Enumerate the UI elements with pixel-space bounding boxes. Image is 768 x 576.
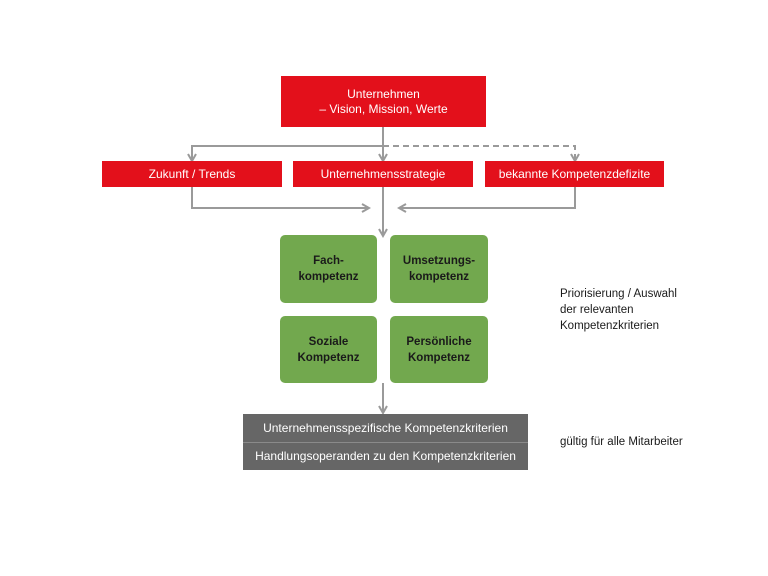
- results-divider: [243, 442, 528, 443]
- competence-tile-sozial: Soziale Kompetenz: [280, 316, 377, 383]
- competence-label: Soziale Kompetenz: [297, 335, 360, 364]
- company-title: Unternehmen: [347, 86, 420, 101]
- deficits-box: bekannte Kompetenzdefizite: [485, 161, 664, 187]
- strategy-box: Unternehmensstrategie: [293, 161, 473, 187]
- trends-label: Zukunft / Trends: [148, 166, 236, 181]
- competence-label: Fach- kompetenz: [298, 255, 359, 283]
- connector-defizite-merge: [400, 187, 576, 208]
- trends-box: Zukunft / Trends: [102, 161, 282, 187]
- competence-label: Persönliche Kompetenz: [406, 335, 472, 364]
- connector-to-defizite: [383, 145, 575, 160]
- company-box: Unternehmen – Vision, Mission, Werte: [281, 76, 486, 127]
- results-operands-box: Handlungsoperanden zu den Kompetenzkrite…: [243, 443, 528, 470]
- results-criteria-label: Unternehmensspezifische Kompetenzkriteri…: [263, 420, 508, 435]
- competence-label: Umsetzungs- kompetenz: [402, 255, 476, 283]
- connector-to-trends: [192, 145, 383, 160]
- strategy-label: Unternehmensstrategie: [320, 166, 446, 181]
- results-operands-label: Handlungsoperanden zu den Kompetenzkrite…: [255, 449, 516, 463]
- deficits-label: bekannte Kompetenzdefizite: [498, 166, 651, 181]
- priority-note: Priorisierung / Auswahl der relevanten K…: [560, 288, 677, 332]
- competence-tile-umsetzung: Umsetzungs- kompetenz: [390, 235, 488, 303]
- competence-tile-fach: Fach- kompetenz: [280, 235, 377, 303]
- connector-trends-merge: [191, 187, 368, 208]
- validity-note: gültig für alle Mitarbeiter: [560, 436, 683, 448]
- competence-tile-persoenlich: Persönliche Kompetenz: [390, 316, 488, 383]
- company-subtitle: – Vision, Mission, Werte: [319, 101, 448, 116]
- results-criteria-box: Unternehmensspezifische Kompetenzkriteri…: [243, 414, 528, 442]
